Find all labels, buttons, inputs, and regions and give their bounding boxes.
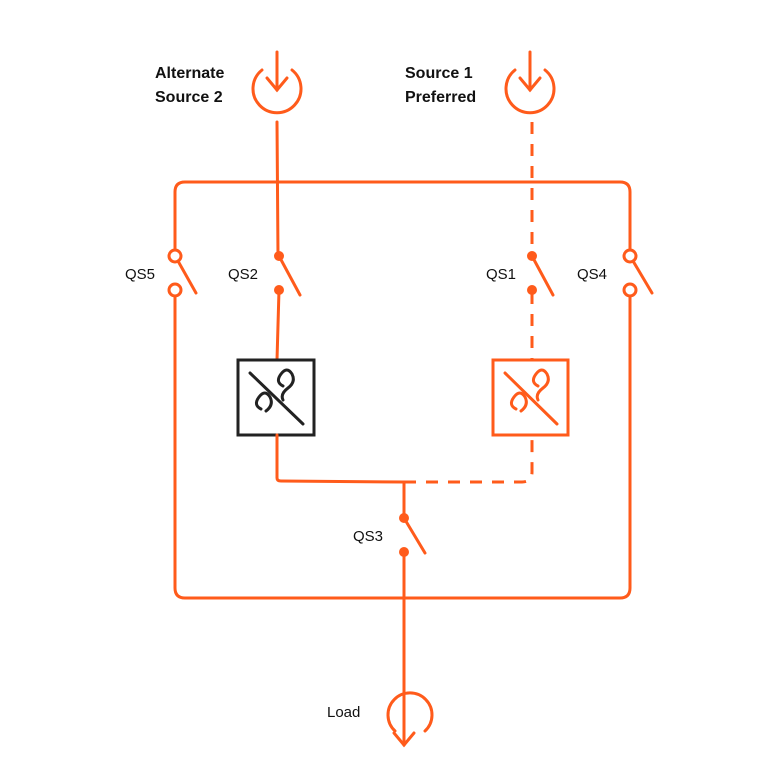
preferred-output bbox=[404, 435, 534, 484]
alternate-source-label-1: Alternate bbox=[155, 65, 224, 82]
preferred-source-label-2: Preferred bbox=[405, 89, 476, 106]
switch-qs5 bbox=[167, 248, 198, 298]
alternate-output bbox=[275, 433, 406, 484]
switch-qs2 bbox=[274, 251, 302, 297]
load-label: Load bbox=[327, 704, 360, 721]
alternate-source-label-2: Source 2 bbox=[155, 89, 223, 106]
bypass-bus bbox=[173, 180, 632, 255]
switch-qs1 bbox=[527, 251, 555, 297]
qs2-label: QS2 bbox=[228, 266, 258, 283]
alternate-feed bbox=[275, 120, 280, 258]
alternate-source-icon bbox=[251, 50, 303, 115]
ups-module-preferred bbox=[491, 358, 570, 437]
preferred-source-icon bbox=[504, 50, 556, 115]
qs3-label: QS3 bbox=[353, 528, 383, 545]
switch-qs4 bbox=[622, 248, 654, 298]
qs4-label: QS4 bbox=[577, 266, 607, 283]
preferred-source-label-1: Source 1 bbox=[405, 65, 473, 82]
load-icon bbox=[386, 678, 434, 748]
qs5-label: QS5 bbox=[125, 266, 155, 283]
switch-qs3 bbox=[399, 513, 427, 557]
qs1-label: QS1 bbox=[486, 266, 516, 283]
ups-module-alternate bbox=[236, 358, 316, 437]
